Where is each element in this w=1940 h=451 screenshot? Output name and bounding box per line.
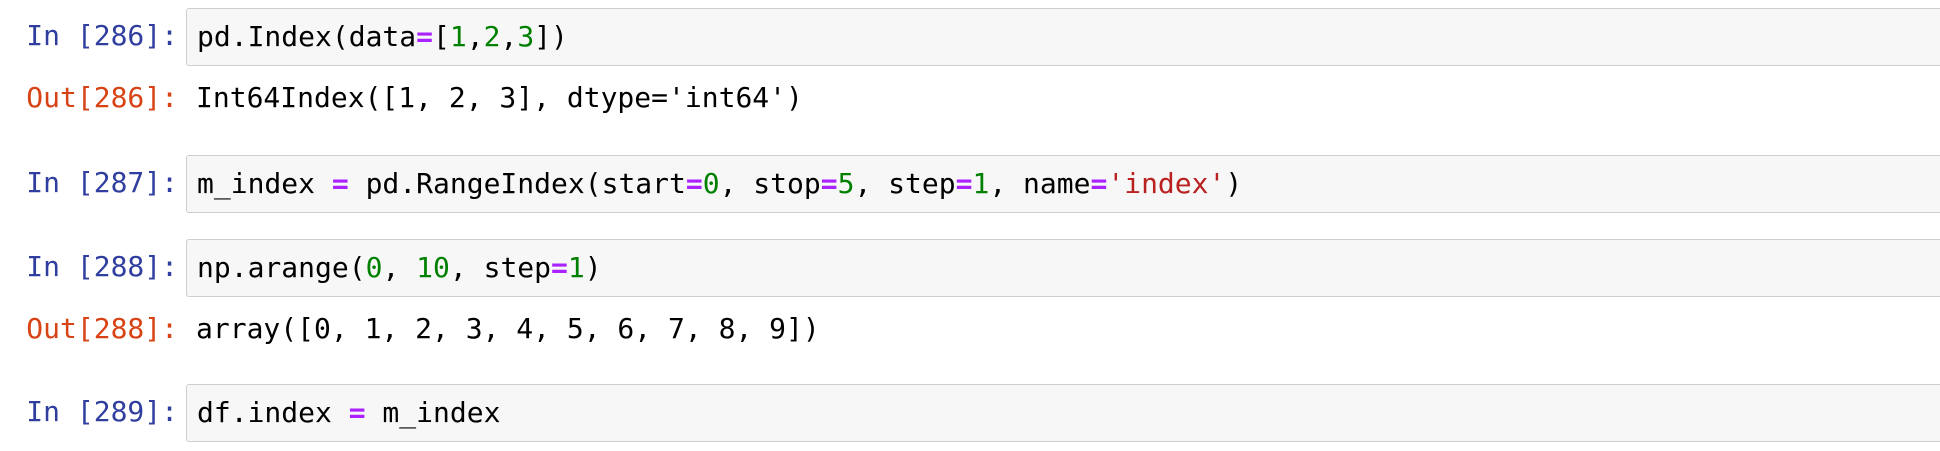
code-input-area[interactable]: df.index = m_index	[186, 384, 1940, 442]
code-token: )	[1225, 167, 1243, 200]
code-token: 0	[365, 251, 383, 284]
code-token: =	[685, 167, 703, 200]
code-token: , name	[989, 167, 1091, 200]
code-token: =	[820, 167, 838, 200]
code-token: ,	[382, 251, 417, 284]
code-token: 1	[449, 20, 467, 53]
code-token: =	[331, 167, 349, 200]
input-prompt: In [287]:	[26, 166, 178, 199]
code-token: df.index	[197, 396, 349, 429]
code-token: 2	[483, 20, 501, 53]
output-prompt: Out[286]:	[26, 81, 178, 114]
cell-output: Int64Index([1, 2, 3], dtype='int64')	[196, 81, 803, 114]
code-line: pd.Index(data=[1,2,3])	[197, 17, 568, 57]
code-line: df.index = m_index	[197, 393, 500, 433]
code-token: m_index	[197, 167, 332, 200]
code-token: 0	[702, 167, 720, 200]
cell-output: array([0, 1, 2, 3, 4, 5, 6, 7, 8, 9])	[196, 312, 820, 345]
code-token: 10	[416, 251, 450, 284]
code-token: 3	[517, 20, 535, 53]
code-input-area[interactable]: np.arange(0, 10, step=1)	[186, 239, 1940, 297]
code-token: , step	[449, 251, 552, 284]
code-token: =	[1090, 167, 1108, 200]
output-prompt: Out[288]:	[26, 312, 178, 345]
code-token: 5	[837, 167, 855, 200]
code-line: m_index = pd.RangeIndex(start=0, stop=5,…	[197, 164, 1242, 204]
code-token: =	[955, 167, 973, 200]
code-token: 1	[567, 251, 585, 284]
code-token: ])	[534, 20, 568, 53]
input-prompt: In [288]:	[26, 250, 178, 283]
code-token: , step	[854, 167, 956, 200]
code-token: pd.RangeIndex(start	[348, 167, 686, 200]
input-prompt: In [289]:	[26, 395, 178, 428]
code-token: m_index	[365, 396, 501, 429]
code-line: np.arange(0, 10, step=1)	[197, 248, 602, 288]
code-token: np.arange(	[197, 251, 366, 284]
code-token: 1	[972, 167, 990, 200]
code-token: )	[584, 251, 602, 284]
code-input-area[interactable]: pd.Index(data=[1,2,3])	[186, 8, 1940, 66]
code-token: 'index'	[1107, 167, 1226, 200]
code-token: =	[416, 20, 434, 53]
code-token: [	[433, 20, 450, 53]
code-token: =	[551, 251, 568, 284]
input-prompt: In [286]:	[26, 19, 178, 52]
code-token: pd.Index(data	[197, 20, 417, 53]
code-input-area[interactable]: m_index = pd.RangeIndex(start=0, stop=5,…	[186, 155, 1940, 213]
code-token: ,	[466, 20, 484, 53]
code-token: ,	[500, 20, 518, 53]
code-token: , stop	[719, 167, 821, 200]
code-token: =	[348, 396, 366, 429]
